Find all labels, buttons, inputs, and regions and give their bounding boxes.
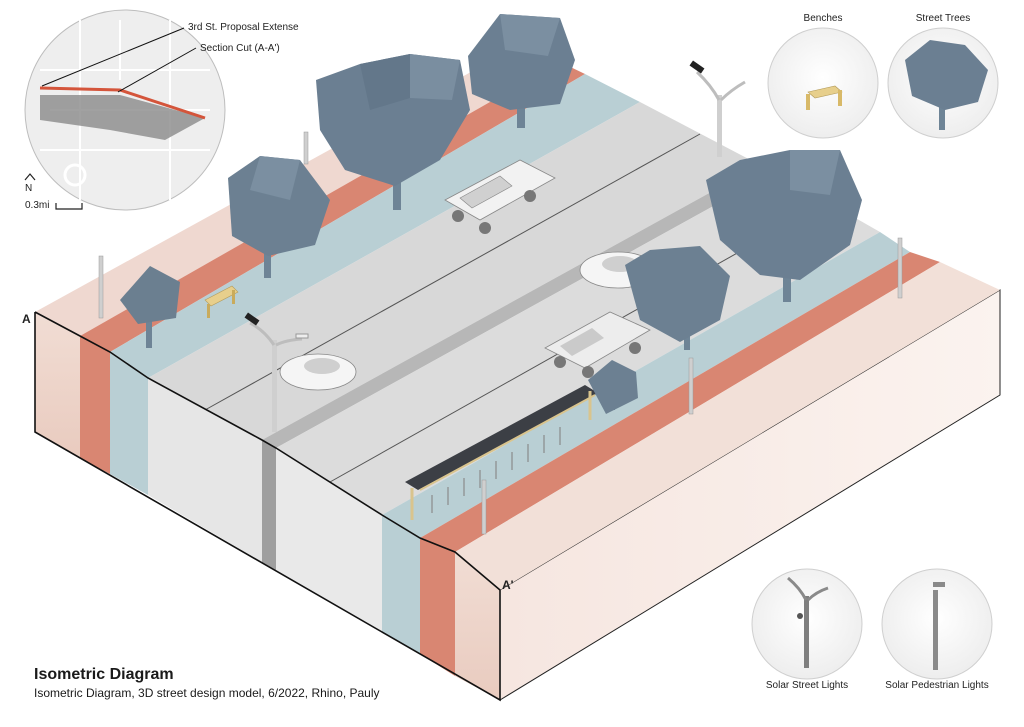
- ground-pink-right: [455, 262, 1000, 590]
- scale-label: 0.3mi: [25, 200, 50, 211]
- ped-lights: [98, 131, 903, 535]
- front-median: [262, 440, 276, 570]
- tree-left-3: [316, 54, 470, 210]
- tree-left-4: [468, 14, 575, 128]
- section-cut-line: [34, 311, 501, 702]
- leader-line-proposal: [41, 27, 185, 87]
- legend-ped-lights-label: Solar Pedestrian Lights: [885, 680, 989, 691]
- sidewalk-right: [382, 232, 910, 538]
- front-blue-right: [382, 515, 420, 654]
- legend-trees-circle: [887, 27, 999, 139]
- map-label-section: Section Cut (A-A'): [200, 43, 280, 54]
- location-map: [24, 9, 226, 211]
- bike-shelter: [405, 385, 598, 520]
- north-label: N: [25, 183, 33, 194]
- north-arrow-icon: [24, 173, 36, 181]
- page-subtitle: Isometric Diagram, 3D street design mode…: [34, 686, 380, 700]
- bench-left: [204, 285, 239, 318]
- legend-benches-label: Benches: [803, 13, 843, 24]
- median: [262, 165, 775, 448]
- street-light-right: [689, 60, 746, 157]
- front-road-right: [276, 448, 382, 632]
- street-light-left: [244, 312, 309, 432]
- tree-right-2: [625, 246, 730, 350]
- front-blue-left: [110, 352, 148, 495]
- scale-bar: [55, 203, 83, 210]
- bike-lane-right: [420, 252, 940, 552]
- sidewalk-left: [110, 74, 640, 378]
- legend-trees-label: Street Trees: [915, 13, 971, 24]
- legend-ped-lights-circle: [881, 568, 993, 680]
- tree-far-left: [120, 266, 180, 348]
- front-red-right: [420, 538, 455, 676]
- front-pink-left: [35, 312, 80, 458]
- pickup-truck-right: [544, 311, 651, 378]
- pickup-truck-top: [444, 159, 556, 234]
- page-title: Isometric Diagram: [34, 666, 174, 683]
- leader-line-section: [117, 47, 197, 93]
- section-label-a-prime: A': [502, 578, 514, 592]
- tree-left-2: [228, 156, 330, 278]
- legend-street-lights-label: Solar Street Lights: [765, 680, 849, 691]
- front-red-left: [80, 336, 110, 474]
- front-pink-right: [455, 552, 500, 700]
- section-label-a: A: [22, 312, 31, 326]
- bike-lane-left: [80, 62, 585, 352]
- map-label-proposal: 3rd St. Proposal Extense: [188, 22, 299, 33]
- car-left-lane: [279, 353, 357, 391]
- legend-benches-circle: [767, 27, 879, 139]
- legend-street-lights-circle: [751, 568, 863, 680]
- tree-right-1: [706, 150, 862, 302]
- tree-right-3: [588, 360, 638, 414]
- front-road-left: [148, 378, 262, 562]
